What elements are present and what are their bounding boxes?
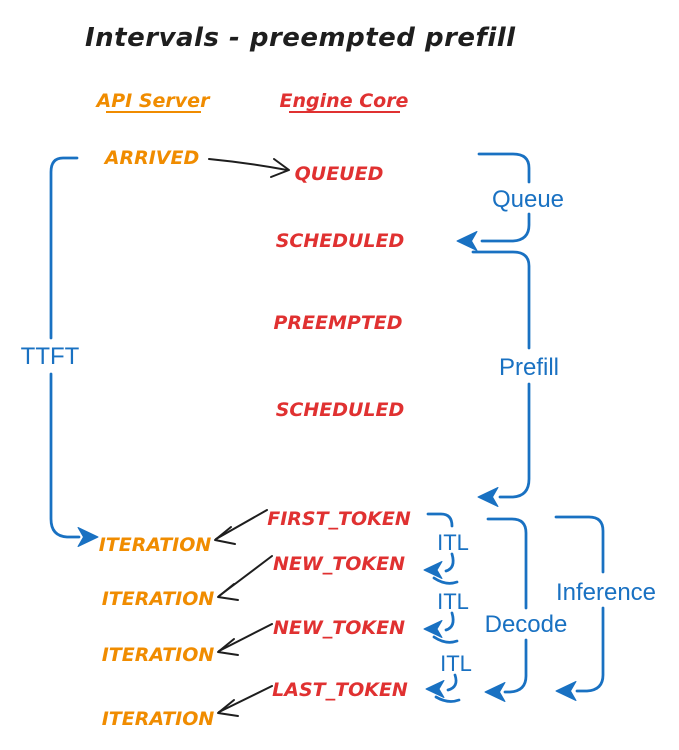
interval-label-inference: Inference [556,579,656,606]
event-new-token-2: NEW_TOKEN [273,617,405,639]
interval-label-itl-3: ITL [440,651,472,676]
interval-label-ttft: TTFT [21,343,80,370]
event-iteration-4: ITERATION [102,708,215,730]
prefill-bracket [471,250,531,507]
event-iteration-3: ITERATION [102,644,215,666]
arrow-new-token-1-to-iteration-2 [217,555,273,601]
arrow-arrived-to-queued [208,158,290,178]
itl-bracket-3 [425,673,461,703]
interval-label-decode: Decode [485,611,568,638]
arrow-last-token-to-iteration-4 [217,685,273,717]
itl-bracket-2 [423,611,459,644]
arrow-new-token-2-to-iteration-3 [217,623,273,656]
event-queued: QUEUED [295,163,384,185]
interval-label-prefill: Prefill [499,354,559,381]
itl-bracket-1 [423,512,459,585]
column-header-api-server: API Server [95,90,212,112]
prefill-arrowhead-icon [477,487,499,507]
interval-label-itl-1: ITL [437,530,469,555]
event-iteration-1: ITERATION [99,534,212,556]
itl-arrowhead-3-icon [425,680,445,698]
column-header-engine-core: Engine Core [280,90,409,112]
arrow-first-token-to-iteration-1 [214,509,268,545]
diagram-title: Intervals - preempted prefill [85,23,516,53]
event-scheduled-2: SCHEDULED [276,399,405,421]
event-first-token: FIRST_TOKEN [267,508,411,530]
queue-arrowhead-icon [456,231,478,251]
interval-label-itl-2: ITL [437,589,469,614]
ttft-bracket [49,156,99,547]
ttft-arrowhead-icon [77,527,99,547]
event-new-token-1: NEW_TOKEN [273,553,405,575]
event-last-token: LAST_TOKEN [272,679,408,701]
interval-label-queue: Queue [492,186,564,213]
itl-arrowhead-2-icon [423,620,443,638]
queue-bracket [456,152,531,251]
decode-bracket [484,517,528,702]
event-preempted: PREEMPTED [273,312,402,334]
inference-arrowhead-icon [555,681,577,701]
event-arrived: ARRIVED [103,147,200,169]
decode-arrowhead-icon [484,682,506,702]
event-iteration-2: ITERATION [102,588,215,610]
inference-bracket [554,515,605,701]
itl-arrowhead-1-icon [423,561,443,579]
event-scheduled-1: SCHEDULED [276,230,405,252]
